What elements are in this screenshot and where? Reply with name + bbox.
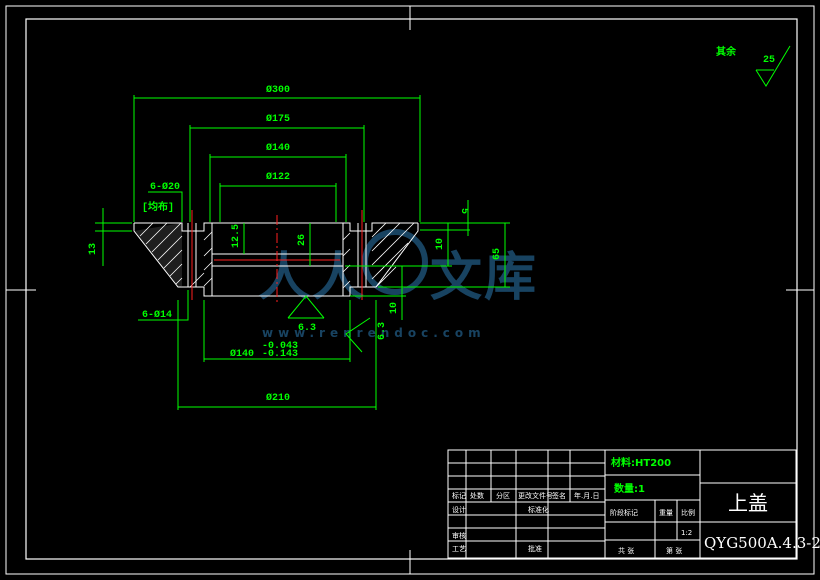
surface-finish-symbol bbox=[755, 45, 791, 87]
tb-standardize: 标准化 bbox=[528, 505, 549, 514]
tb-sign: 签名 bbox=[552, 491, 566, 500]
surface-finish-label: 其余 bbox=[716, 45, 737, 58]
surface-finish-value: 25 bbox=[763, 55, 775, 66]
svg-text:库: 库 bbox=[484, 248, 536, 308]
dim-d300: Ø300 bbox=[266, 84, 290, 96]
dim-d140: Ø140 bbox=[266, 142, 290, 154]
title-material: 材料:HT200 bbox=[611, 456, 671, 469]
dim-h13: 13 bbox=[88, 243, 99, 255]
dim-even: [均布] bbox=[142, 200, 174, 214]
tb-stage-mark: 阶段标记 bbox=[610, 508, 638, 517]
dimension-lines bbox=[95, 95, 510, 410]
svg-text:文: 文 bbox=[430, 248, 482, 308]
dim-h65: 65 bbox=[492, 248, 503, 260]
inner-frame bbox=[25, 18, 798, 560]
dim-d140-tol-lower: -0.143 bbox=[262, 349, 298, 360]
title-part-name: 上盖 bbox=[728, 491, 768, 515]
dim-d140-tol-upper: -0.043 bbox=[262, 341, 298, 352]
title-drawing-no: QYG500A.4.3-2 bbox=[704, 534, 820, 552]
tb-process: 工艺 bbox=[452, 545, 466, 553]
dim-h26: 26 bbox=[297, 234, 308, 246]
tb-date: 年.月.日 bbox=[574, 491, 599, 500]
tb-ratio: 比例 bbox=[681, 508, 695, 517]
dim-holes-14: 6-Ø14 bbox=[142, 309, 172, 321]
tb-zone: 分区 bbox=[496, 491, 510, 500]
tb-change-doc: 更改文件号 bbox=[518, 491, 553, 500]
centerlines bbox=[191, 210, 363, 305]
dim-h10b: 10 bbox=[389, 302, 400, 314]
dim-d122: Ø122 bbox=[266, 171, 290, 183]
tb-count: 处数 bbox=[470, 491, 484, 500]
roughness-b: 6.3 bbox=[377, 322, 388, 340]
watermark-text: 人 bbox=[258, 248, 310, 308]
dim-d175: Ø175 bbox=[266, 113, 290, 125]
tb-sheets-total: 共 张 bbox=[618, 546, 634, 555]
centering-marks bbox=[6, 6, 814, 574]
watermark-url: www.renrendoc.com bbox=[262, 326, 486, 340]
title-quantity: 数量:1 bbox=[614, 482, 645, 495]
tb-mark: 标记 bbox=[452, 491, 466, 500]
tb-design: 设计 bbox=[452, 505, 466, 514]
tb-sheet: 第 张 bbox=[666, 546, 682, 555]
roughness-a: 6.3 bbox=[298, 323, 316, 334]
tb-weight: 重量 bbox=[659, 509, 673, 517]
part-section bbox=[133, 210, 419, 305]
dim-holes-20: 6-Ø20 bbox=[150, 181, 180, 193]
section-hatching bbox=[139, 222, 415, 289]
dim-h12-5: 12.5 bbox=[231, 224, 242, 248]
title-block bbox=[447, 449, 797, 559]
svg-text:人: 人 bbox=[312, 248, 364, 308]
dim-h5: 5 bbox=[458, 208, 469, 214]
tb-review: 审核 bbox=[452, 531, 466, 540]
tb-approve: 批准 bbox=[528, 544, 542, 553]
title-scale: 1:2 bbox=[681, 529, 692, 537]
watermark: 人 人 文 库 www.renrendoc.com bbox=[258, 229, 536, 340]
dim-h10a: 10 bbox=[435, 238, 446, 250]
dim-d210: Ø210 bbox=[266, 392, 290, 404]
dim-d140-tol: Ø140 bbox=[230, 348, 254, 360]
